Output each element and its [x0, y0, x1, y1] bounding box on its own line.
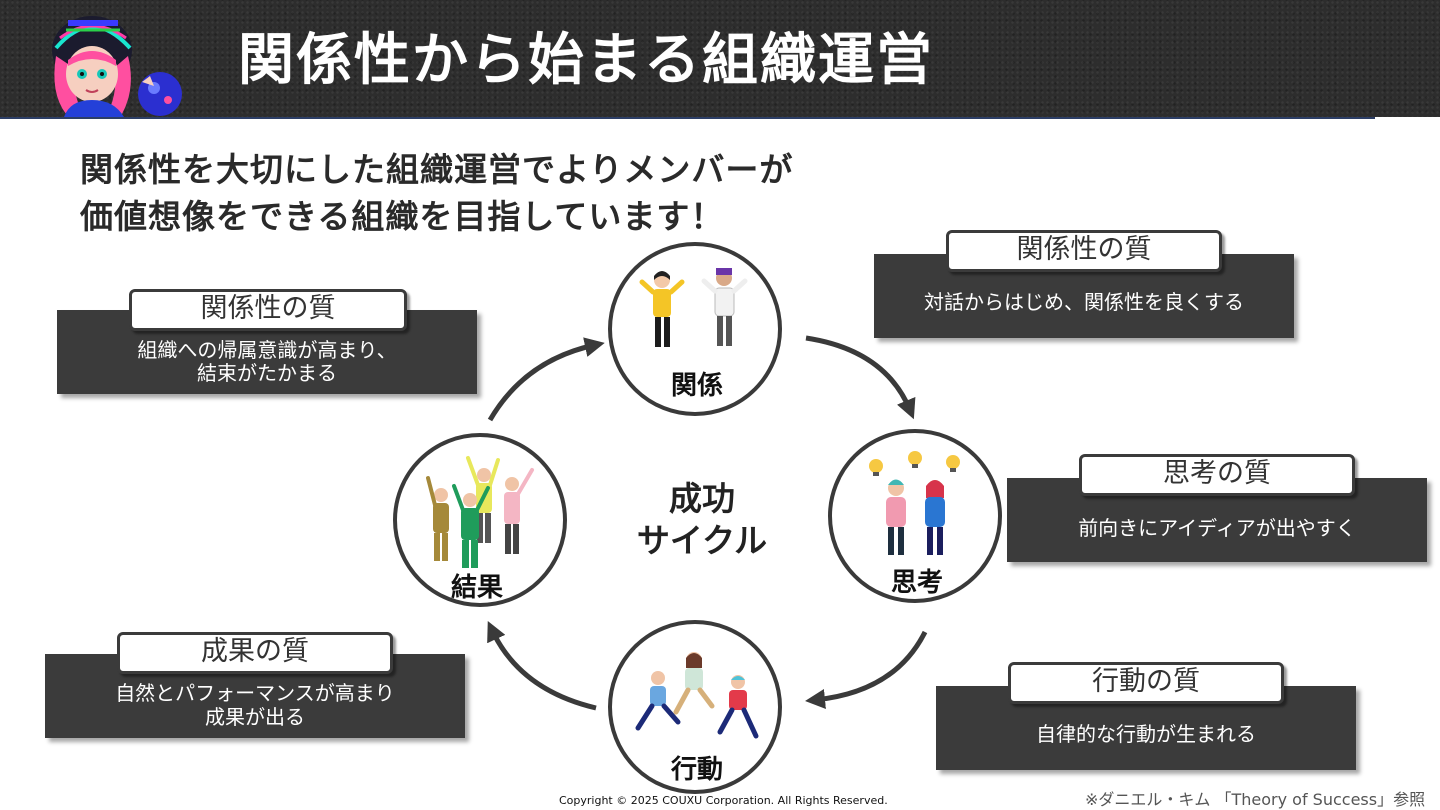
node-label-action: 行動	[670, 754, 723, 785]
arrow-relation-to-thinking	[805, 335, 916, 420]
card-relation-quality-top: 対話からはじめ、関係性を良くする	[874, 254, 1294, 338]
arrow-result-to-relation	[487, 337, 605, 422]
card-action-desc: 自律的な行動が生まれる	[1036, 722, 1256, 746]
node-thinking	[828, 429, 1002, 603]
card-thinking-desc: 前向きにアイディアが出やすく	[1078, 516, 1356, 540]
card-relation-left-desc-1: 組織への帰属意識が高まり、	[137, 338, 397, 362]
header-divider	[0, 117, 1375, 119]
node-action	[608, 620, 782, 794]
tag-thinking-quality: 思考の質	[1079, 454, 1355, 496]
mascot-character-image	[52, 16, 182, 117]
subtitle-line-2: 価値想像をできる組織を目指しています！	[80, 197, 725, 236]
page-title: 関係性から始まる組織運営	[238, 28, 934, 93]
reference-note: ※ダニエル・キム 「Theory of Success」参照	[1085, 790, 1426, 809]
arrow-action-to-result	[487, 620, 597, 711]
subtitle: 関係性を大切にした組織運営でよりメンバーが 価値想像をできる組織を目指しています…	[80, 146, 793, 240]
node-label-relation: 関係	[671, 371, 723, 401]
node-label-result: 結果	[451, 572, 503, 603]
tag-relation-quality-top: 関係性の質	[946, 230, 1222, 272]
card-result-desc-1: 自然とパフォーマンスが高まり	[115, 681, 395, 705]
node-result	[393, 433, 567, 607]
arrow-thinking-to-action	[805, 630, 928, 709]
node-relation	[608, 242, 782, 416]
card-result-desc-2: 成果が出る	[205, 705, 305, 729]
card-relation-left-desc-2: 結束がたかまる	[197, 361, 337, 385]
subtitle-line-1: 関係性を大切にした組織運営でよりメンバーが	[80, 150, 794, 189]
tag-result-quality: 成果の質	[117, 632, 393, 674]
header-bar	[0, 0, 1440, 117]
tag-action-quality: 行動の質	[1008, 662, 1284, 704]
tag-relation-quality-left: 関係性の質	[129, 289, 407, 331]
cycle-center-line-2: サイクル	[637, 521, 767, 560]
copyright-text: Copyright © 2025 COUXU Corporation. All …	[559, 794, 888, 807]
card-relation-top-desc: 対話からはじめ、関係性を良くする	[924, 290, 1244, 314]
node-label-thinking: 思考	[891, 568, 943, 598]
cycle-center-line-1: 成功	[669, 479, 735, 518]
